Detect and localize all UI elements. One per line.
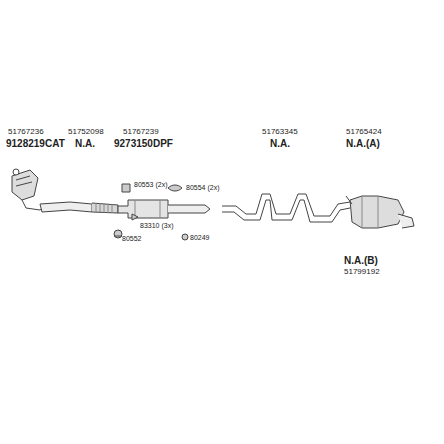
part-number: 51763345 <box>262 128 298 136</box>
part-number: 9273150DPF <box>114 139 173 149</box>
part-number: N.A. <box>270 139 290 149</box>
part-number: 9128219CAT <box>6 139 65 149</box>
part-number: N.A.(B) <box>344 256 378 266</box>
front-pipe <box>40 202 118 213</box>
part-number: 51765424 <box>346 128 382 136</box>
part-number: 80553 (2x) <box>134 181 167 188</box>
part-number: 83310 (3x) <box>140 222 173 229</box>
hangers-clamps <box>114 184 188 240</box>
part-number: 80554 (2x) <box>186 184 219 191</box>
part-number: N.A.(A) <box>346 139 380 149</box>
part-number: N.A. <box>75 139 95 149</box>
part-number: 51752098 <box>68 128 104 136</box>
part-number: 51767239 <box>123 128 159 136</box>
rear-muffler <box>346 196 414 228</box>
part-number: 80552 <box>122 235 141 242</box>
part-number: 51799192 <box>344 268 380 276</box>
part-number: 51767236 <box>8 128 44 136</box>
intermediate-pipe <box>222 194 350 222</box>
part-number: 80249 <box>190 234 209 241</box>
